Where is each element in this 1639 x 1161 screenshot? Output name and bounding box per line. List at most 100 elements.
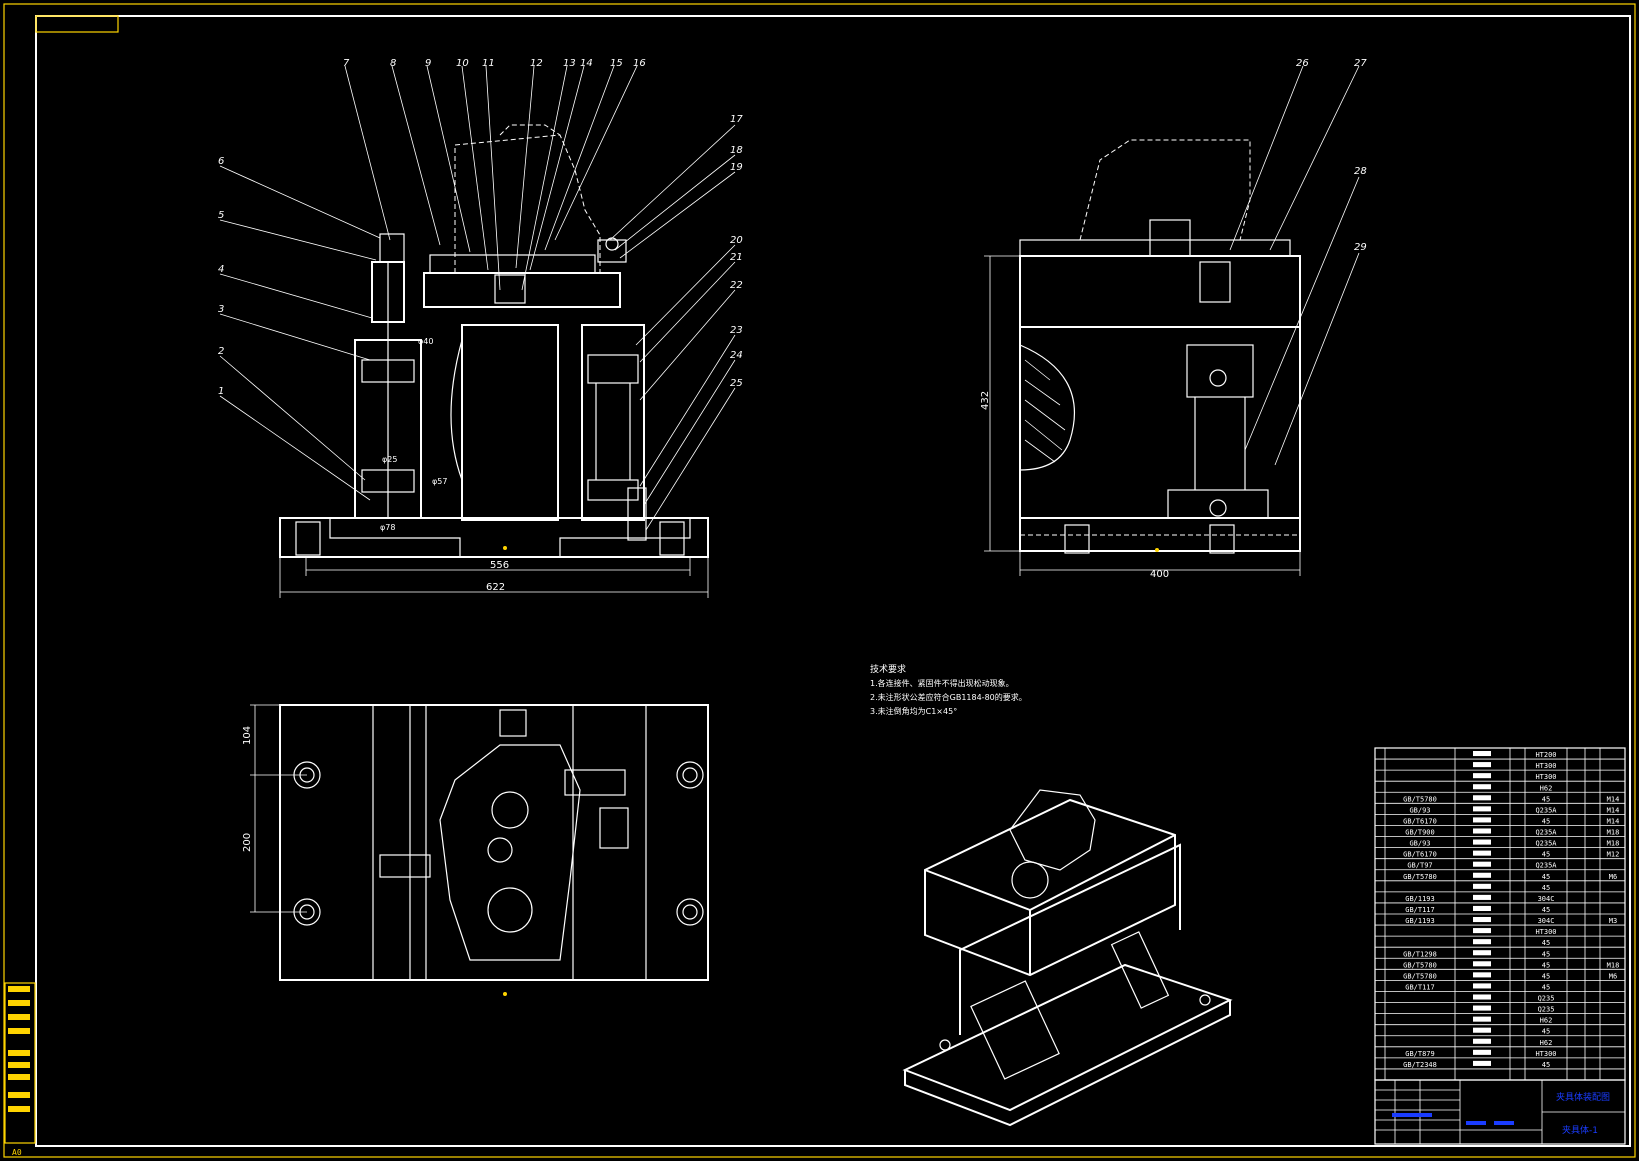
bom-material: Q235 bbox=[1538, 995, 1555, 1003]
dim-104: 104 bbox=[242, 726, 253, 745]
bom-name-block bbox=[1473, 894, 1491, 900]
balloon-6: 6 bbox=[218, 156, 224, 167]
balloon-15: 15 bbox=[610, 58, 623, 69]
bom-name-block bbox=[1473, 1049, 1491, 1055]
balloon-27: 27 bbox=[1354, 58, 1367, 69]
bom-standard: GB/T2348 bbox=[1403, 1061, 1437, 1069]
bom-note: M18 bbox=[1607, 840, 1620, 848]
bom-standard: GB/1193 bbox=[1405, 917, 1435, 925]
bom-name-block bbox=[1473, 1060, 1491, 1066]
balloon-26: 26 bbox=[1296, 58, 1309, 69]
bom-name-block bbox=[1473, 961, 1491, 967]
balloon-17: 17 bbox=[730, 114, 743, 125]
tech-requirement-1: 1.各连接件、紧固件不得出现松动现象。 bbox=[870, 678, 1014, 688]
dim-432: 432 bbox=[980, 391, 991, 410]
dim-400: 400 bbox=[1150, 569, 1169, 580]
top-view: 104 200 bbox=[242, 704, 709, 996]
balloon-18: 18 bbox=[730, 145, 743, 156]
balloon-14: 14 bbox=[580, 58, 593, 69]
bom-material: Q235 bbox=[1538, 1006, 1555, 1014]
balloon-20: 20 bbox=[730, 235, 743, 246]
bom-name-block bbox=[1473, 883, 1491, 889]
bom-material: 45 bbox=[1542, 884, 1550, 892]
bom-name-block bbox=[1473, 1016, 1491, 1022]
bom-name-block bbox=[1473, 751, 1491, 757]
bom-note: M6 bbox=[1609, 972, 1617, 980]
bom-name-block bbox=[1473, 773, 1491, 779]
dim-phi78: φ78 bbox=[380, 523, 395, 532]
balloon-21: 21 bbox=[730, 252, 743, 263]
dim-622: 622 bbox=[486, 582, 505, 593]
bom-material: 45 bbox=[1542, 972, 1550, 980]
bom-name-block bbox=[1473, 905, 1491, 911]
bom-name-block bbox=[1473, 1038, 1491, 1044]
bom-material: H62 bbox=[1540, 1017, 1553, 1025]
balloon-8: 8 bbox=[390, 58, 396, 69]
bom-name-block bbox=[1473, 950, 1491, 956]
balloon-2: 2 bbox=[218, 346, 224, 357]
balloon-13: 13 bbox=[563, 58, 576, 69]
bom-material: 45 bbox=[1542, 1028, 1550, 1036]
outer-frame bbox=[3, 3, 1636, 1158]
bom-material: Q235A bbox=[1535, 862, 1557, 870]
bom-name-block bbox=[1473, 806, 1491, 812]
bom-material: 45 bbox=[1542, 961, 1550, 969]
balloon-29: 29 bbox=[1354, 242, 1367, 253]
balloon-1: 1 bbox=[218, 386, 224, 397]
bom-name-block bbox=[1473, 928, 1491, 934]
front-view: 556 622 φ25 φ40 φ57 φ78 1 2 3 4 5 6 7 8 … bbox=[218, 58, 743, 598]
bom-note: M14 bbox=[1607, 795, 1620, 803]
sheet-size-label: A0 bbox=[12, 1148, 22, 1157]
balloon-25: 25 bbox=[730, 378, 743, 389]
bom-material: 45 bbox=[1542, 983, 1550, 991]
balloon-7: 7 bbox=[343, 58, 350, 69]
bom-standard: GB/T6170 bbox=[1403, 817, 1437, 825]
bom-standard: GB/T5780 bbox=[1403, 961, 1437, 969]
bom-name-block bbox=[1473, 1027, 1491, 1033]
drawing-title: 夹具体装配图 bbox=[1556, 1091, 1610, 1103]
bom-material: 45 bbox=[1542, 795, 1550, 803]
title-block: 夹具体装配图 夹具体-1 bbox=[1374, 1079, 1626, 1145]
bom-standard: GB/T117 bbox=[1405, 983, 1435, 991]
bom-standard: GB/T5780 bbox=[1403, 795, 1437, 803]
dim-200: 200 bbox=[242, 833, 253, 852]
tech-requirement-3: 3.未注倒角均为C1×45° bbox=[870, 706, 957, 716]
inner-frame bbox=[35, 15, 1631, 1147]
bom-standard: GB/T1298 bbox=[1403, 950, 1437, 958]
dim-phi25: φ25 bbox=[382, 455, 397, 464]
balloon-9: 9 bbox=[425, 58, 431, 69]
bom-name-block bbox=[1473, 983, 1491, 989]
side-view: 432 400 26 27 28 29 bbox=[980, 58, 1367, 580]
tech-requirement-2: 2.未注形状公差应符合GB1184-80的要求。 bbox=[870, 692, 1027, 702]
bom-material: H62 bbox=[1540, 1039, 1553, 1047]
bom-material: 45 bbox=[1542, 1061, 1550, 1069]
bom-material: 304C bbox=[1538, 917, 1555, 925]
left-margin-strip: A0 bbox=[4, 982, 36, 1157]
dim-556: 556 bbox=[490, 560, 509, 571]
bom-note: M12 bbox=[1607, 851, 1620, 859]
bom-standard: GB/T117 bbox=[1405, 906, 1435, 914]
bom-name-block bbox=[1473, 839, 1491, 845]
bom-note: M14 bbox=[1607, 806, 1620, 814]
bom-material: 45 bbox=[1542, 851, 1550, 859]
balloon-19: 19 bbox=[730, 162, 743, 173]
balloon-12: 12 bbox=[530, 58, 543, 69]
bom-name-block bbox=[1473, 795, 1491, 801]
bom-note: M14 bbox=[1607, 817, 1620, 825]
bom-name-block bbox=[1473, 828, 1491, 834]
bom-material: 45 bbox=[1542, 939, 1550, 947]
bom-name-block bbox=[1473, 762, 1491, 768]
bom-material: HT300 bbox=[1535, 773, 1556, 781]
bom-standard: GB/1193 bbox=[1405, 895, 1435, 903]
dim-phi40: φ40 bbox=[418, 337, 433, 346]
bom-material: HT300 bbox=[1535, 1050, 1556, 1058]
bom-note: M3 bbox=[1609, 917, 1617, 925]
balloon-10: 10 bbox=[456, 58, 469, 69]
balloon-4: 4 bbox=[218, 264, 224, 275]
bom-name-block bbox=[1473, 917, 1491, 923]
dim-phi57: φ57 bbox=[432, 477, 447, 486]
bom-name-block bbox=[1473, 872, 1491, 878]
bom-material: Q235A bbox=[1535, 840, 1557, 848]
isometric-view bbox=[902, 789, 1233, 1127]
